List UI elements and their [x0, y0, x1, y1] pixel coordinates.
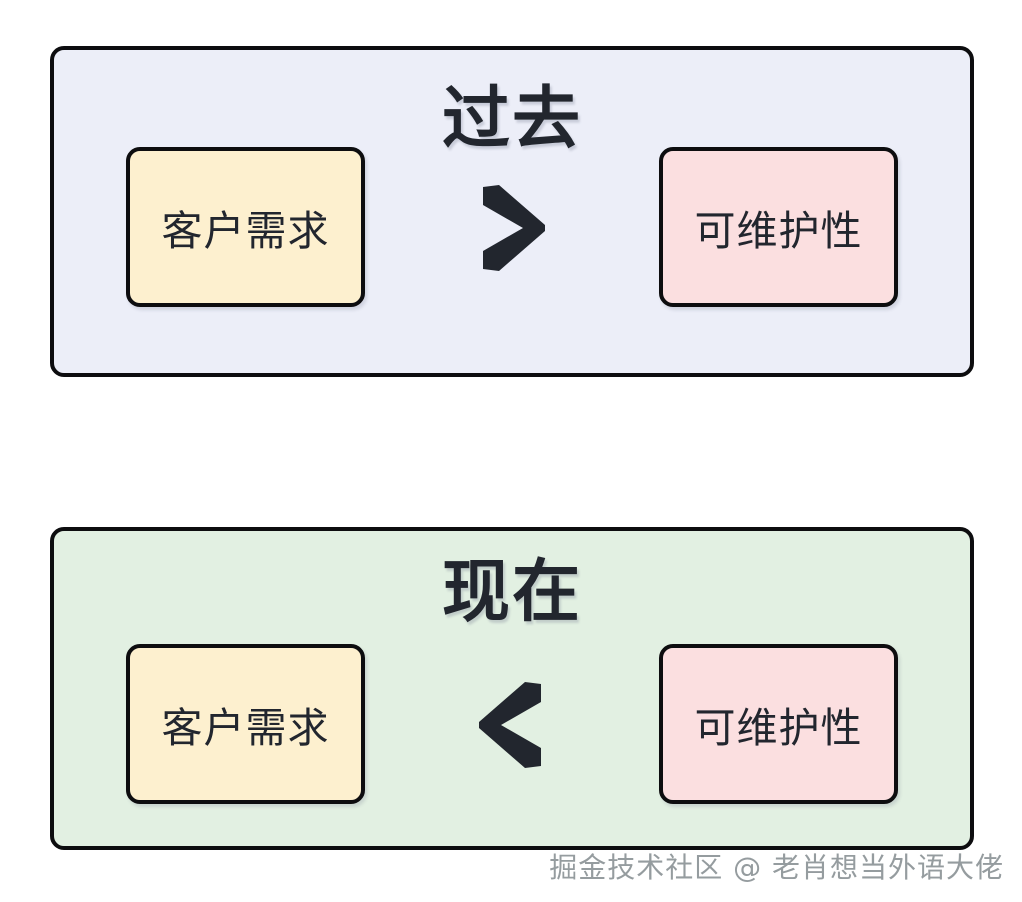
box-customer-demand-now: 客户需求 [126, 644, 365, 804]
box-maintainability-past-label: 可维护性 [694, 207, 863, 255]
panel-past-compare-row: 客户需求 可维护性 [54, 147, 970, 307]
panel-now-compare-row: 客户需求 可维护性 [54, 644, 970, 804]
panel-now-title: 现在 [441, 553, 582, 632]
box-customer-demand-now-label: 客户需求 [161, 704, 330, 752]
box-maintainability-past: 可维护性 [659, 147, 898, 307]
watermark: 掘金技术社区 @ 老肖想当外语大佬 [549, 851, 1004, 884]
box-customer-demand-past: 客户需求 [126, 147, 365, 307]
less-than-chevron-icon [469, 678, 555, 770]
panel-past: 过去 客户需求 可维护性 [50, 46, 974, 377]
panel-now: 现在 客户需求 可维护性 [50, 527, 974, 850]
panel-past-title: 过去 [441, 80, 582, 159]
box-maintainability-now: 可维护性 [659, 644, 898, 804]
greater-than-chevron-icon [469, 181, 555, 273]
box-customer-demand-past-label: 客户需求 [161, 207, 330, 255]
box-maintainability-now-label: 可维护性 [694, 704, 863, 752]
operator-past [418, 181, 606, 273]
operator-now [418, 678, 606, 770]
